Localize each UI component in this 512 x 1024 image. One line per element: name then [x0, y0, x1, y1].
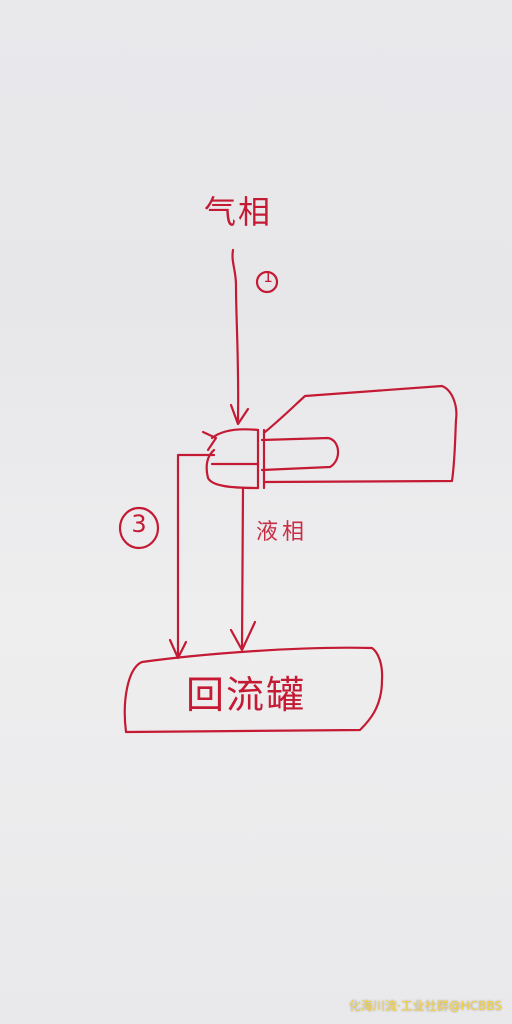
condenser-plate: [256, 428, 266, 490]
reflux-drum-outline: [123, 646, 384, 734]
return-inlet-arrowhead: [201, 430, 218, 452]
return-line: [176, 453, 216, 657]
step-one-number: 1: [263, 268, 273, 286]
gas-phase-label: 气相: [204, 193, 273, 231]
liquid-drop-arrowhead: [229, 620, 257, 652]
gas-feed-arrowhead: [229, 403, 250, 426]
step-three-number: 3: [131, 510, 147, 538]
watermark: 化海川流·工业社群@HCBBS: [348, 999, 502, 1013]
reflux-drum-label: 回流罐: [186, 673, 307, 717]
step-one-circle: [255, 270, 279, 294]
condenser-inlet: [205, 428, 260, 490]
step-three-circle: [118, 506, 160, 550]
liquid-phase-label: 液相: [256, 520, 309, 545]
condenser-shell: [263, 384, 458, 484]
condenser-tube: [260, 436, 340, 472]
gas-feed-arrow: [231, 248, 240, 422]
liquid-drop-line: [240, 486, 245, 650]
